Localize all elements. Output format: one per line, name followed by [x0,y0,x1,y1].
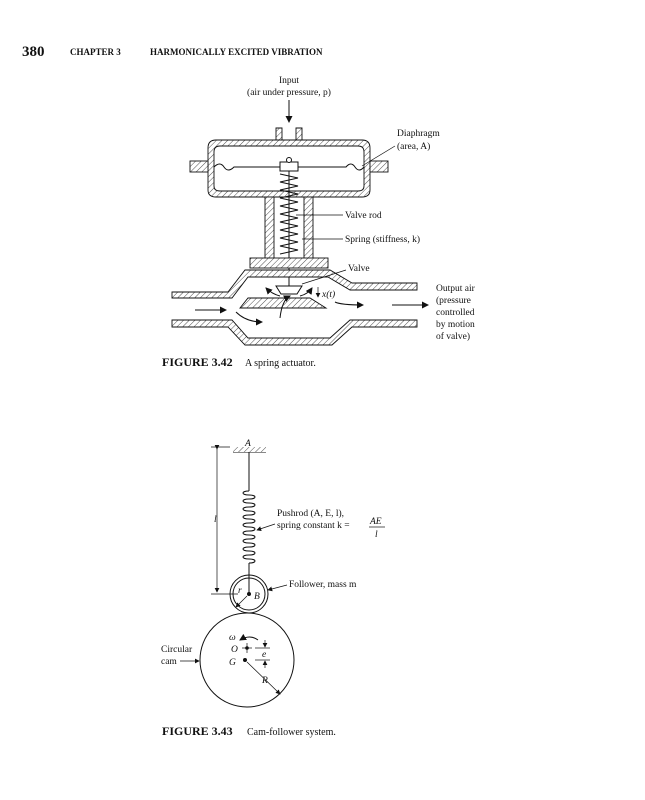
valve-body-top [171,269,418,299]
valve-seat [239,297,328,309]
flow-arrow-icon [299,287,313,297]
cam-label: Circular [161,645,193,655]
output-label: Output air [436,284,476,294]
rotation-arrow-icon [239,633,259,641]
point-g-label: G [229,658,236,668]
point-b-dot [247,592,251,596]
flow-arrow-icon [235,311,263,326]
valve-body-bottom [171,319,418,346]
neck-wall-left [264,196,275,260]
valve-leader [301,269,347,285]
valve-plug [275,285,303,295]
flow-arrow-icon [265,287,281,297]
figure-number: FIGURE 3.42 [162,355,233,369]
point-b-label: B [254,592,260,602]
omega-label: ω [229,633,236,643]
page-number: 380 [22,44,45,60]
diaphragm-area-label: (area, A) [397,141,430,152]
pushrod-spring [242,490,256,564]
radius-small-label: r [238,586,242,596]
output-label: by motion [436,320,475,330]
valve-rod-label: Valve rod [345,211,382,221]
valve-label: Valve [348,264,370,274]
follower-leader [267,584,288,592]
eccentricity-label: e [262,650,266,660]
point-o-label: O [231,645,238,655]
bonnet-flange [249,257,329,269]
diaphragm-label: Diaphragm [397,129,440,139]
follower-inner [232,577,266,611]
output-label: (pressure [436,295,471,306]
cam-radius [246,661,281,695]
output-label: controlled [436,308,475,318]
output-label: of valve) [436,331,470,342]
figure-number: FIGURE 3.43 [162,724,233,738]
figure-caption: Cam-follower system. [247,727,336,738]
length-label: l [214,515,217,525]
displacement-label: x(t) [321,289,335,300]
diaphragm-leader [361,145,396,167]
neck-wall-right [303,196,314,260]
radius-large-label: R [261,676,268,686]
rod-cap [286,157,292,163]
chapter-label: CHAPTER 3 [70,47,121,57]
figure-spring-actuator: Input (air under pressure, p) x(t) [162,76,476,369]
ceiling-hatch [233,447,266,452]
spring-constant-label: spring constant k = [277,521,350,531]
flange-right [369,160,389,173]
chapter-title: HARMONICALLY EXCITED VIBRATION [150,47,323,57]
point-o-dot [245,646,249,650]
circular-cam [199,612,295,708]
figure-cam-follower: A l r B Pushrod (A, E, l), spring consta… [161,439,385,738]
diaphragm-plate [279,161,299,172]
follower-radius [235,595,248,608]
input-label: Input [279,76,299,86]
input-label-detail: (air under pressure, p) [247,87,331,98]
pushrod-label: Pushrod (A, E, l), [277,508,344,519]
page-header: 380 CHAPTER 3 HARMONICALLY EXCITED VIBRA… [22,44,323,60]
spring-label: Spring (stiffness, k) [345,234,420,245]
fraction-denominator: l [375,530,378,540]
fraction-numerator: AE [369,517,382,527]
pushrod-leader [256,523,276,531]
flow-arrow-icon [334,301,364,309]
figure-caption: A spring actuator. [245,358,316,369]
diaphragm-housing [207,139,371,198]
support-label: A [244,439,251,449]
point-g-dot [243,658,247,662]
spring [279,173,299,255]
cam-label-2: cam [161,657,177,667]
flow-arrow-icon [279,295,291,319]
flange-left [189,160,209,173]
follower-label: Follower, mass m [289,580,357,590]
